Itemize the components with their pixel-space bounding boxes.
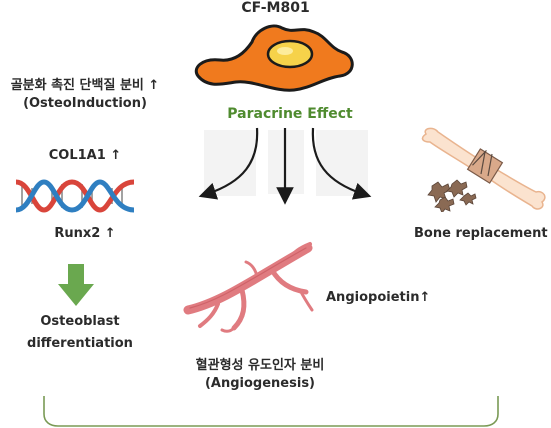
bone-graft-icon <box>421 127 546 212</box>
bottom-bracket <box>43 396 499 427</box>
blood-vessel-icon <box>183 242 314 333</box>
paracrine-arrows <box>198 127 372 205</box>
diagram-title: CF-M801 <box>241 0 310 16</box>
angio-korean-label: 혈관형성 유도인자 분비 <box>195 358 325 373</box>
differentiation-label: differentiation <box>27 336 133 351</box>
green-down-arrow-icon <box>58 264 94 306</box>
osteo-english-label: (OsteoInduction) <box>23 96 147 111</box>
bone-replacement-label: Bone replacement <box>414 226 548 241</box>
osteoblast-label: Osteoblast <box>40 314 120 329</box>
angio-english-label: (Angiogenesis) <box>204 376 316 391</box>
runx2-label: Runx2 ↑ <box>54 226 116 241</box>
arrow-to-osteo <box>198 127 259 200</box>
angiopoietin-label: Angiopoietin↑ <box>326 290 431 305</box>
col1a1-label: COL1A1 ↑ <box>48 148 122 163</box>
stem-cell-icon <box>194 24 354 92</box>
dna-helix-icon <box>15 179 135 213</box>
osteo-korean-label: 골분화 촉진 단백질 분비 ↑ <box>10 78 160 93</box>
arrow-to-bone <box>311 127 372 200</box>
paracrine-effect-label: Paracrine Effect <box>227 106 353 122</box>
